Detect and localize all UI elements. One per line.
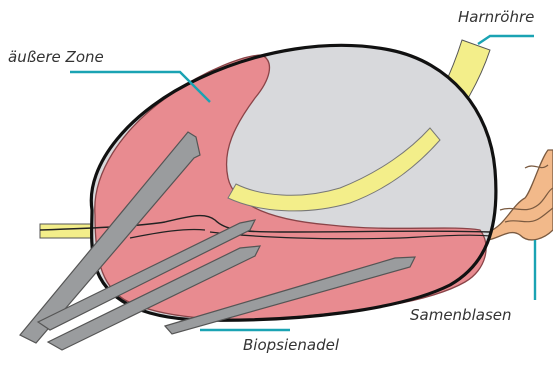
label-seminal-vesicles: Samenblasen	[410, 308, 512, 323]
label-outer-zone: äußere Zone	[8, 50, 104, 65]
label-urethra: Harnröhre	[458, 10, 534, 25]
seminal-vesicles	[488, 150, 553, 240]
label-biopsy-needle: Biopsienadel	[243, 338, 339, 353]
leader-urethra	[478, 36, 534, 44]
